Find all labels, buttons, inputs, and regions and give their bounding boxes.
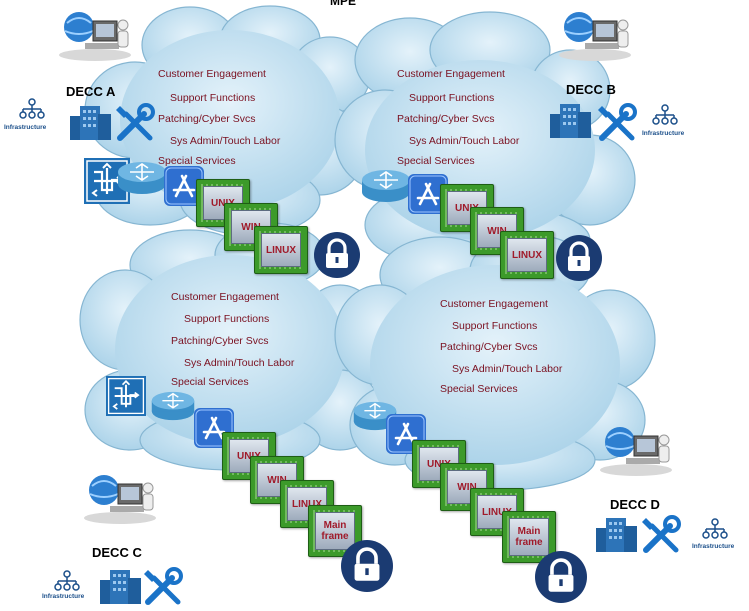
chip-label: LINUX [292,498,322,510]
page-title: MPE [330,0,357,8]
service-sys-admin: Sys Admin/Touch Labor [170,135,281,147]
lock-icon [535,551,587,603]
router-icon [362,170,410,202]
chip-label: UNIX [427,458,451,470]
platform-chip-linux: LINUX [500,231,554,279]
building-icon [70,106,111,140]
service-patching-cyber: Patching/Cyber Svcs [397,113,495,125]
chip-icon: Main frame [315,512,355,550]
service-support-functions: Support Functions [452,320,538,332]
infrastructure-label: Infrastructure [42,593,85,600]
decc-a-label: DECC A [66,84,116,99]
service-patching-cyber: Patching/Cyber Svcs [171,335,269,347]
platform-chip-linux: LINUX [254,226,308,274]
chip-label: WIN [267,474,287,486]
service-special-services: Special Services [440,383,518,395]
service-support-functions: Support Functions [184,313,270,325]
decc-b-label: DECC B [566,82,616,97]
chip-label: LINUX [266,244,296,256]
switch-icon [106,376,146,416]
service-special-services: Special Services [171,376,249,388]
router-icon [353,401,397,431]
tools-icon [642,515,681,553]
infrastructure-icon [652,104,678,125]
service-sys-admin: Sys Admin/Touch Labor [184,357,295,369]
infrastructure-icon [19,98,45,119]
chip-label: UNIX [455,202,479,214]
service-patching-cyber: Patching/Cyber Svcs [158,113,256,125]
chip-label: Main frame [321,520,349,542]
service-customer-engagement: Customer Engagement [440,298,548,310]
platform-chip-linux: LINUX [280,480,334,528]
service-special-services: Special Services [158,155,236,167]
chip-label: UNIX [211,197,235,209]
decc-c-label: DECC C [92,545,142,560]
tools-icon [598,103,637,141]
building-icon [100,570,141,604]
service-patching-cyber: Patching/Cyber Svcs [440,341,538,353]
tools-icon [116,103,155,141]
lock-icon [341,540,393,592]
service-support-functions: Support Functions [170,92,256,104]
tools-icon [144,567,183,605]
chip-label: LINUX [482,506,512,518]
service-special-services: Special Services [397,155,475,167]
service-customer-engagement: Customer Engagement [397,68,505,80]
computer-user-icon [600,427,672,476]
building-icon [550,104,591,138]
infrastructure-label: Infrastructure [642,130,685,137]
chip-label: WIN [241,221,261,233]
lock-icon [556,235,602,281]
platform-chip-mainframe: Main frame [502,511,556,563]
building-icon [596,518,637,552]
cloud-decc-d [334,234,656,491]
service-customer-engagement: Customer Engagement [171,291,279,303]
infrastructure-label: Infrastructure [692,543,735,550]
chip-label: LINUX [512,249,542,261]
decc-d-label: DECC D [610,497,660,512]
infrastructure-label: Infrastructure [4,124,47,131]
computer-user-icon [84,475,156,524]
service-sys-admin: Sys Admin/Touch Labor [409,135,520,147]
lock-icon [314,232,360,278]
chip-label: Main frame [515,526,543,548]
chip-icon: Main frame [509,518,549,556]
chip-label: WIN [457,481,477,493]
chip-label: WIN [487,225,507,237]
chip-icon: LINUX [261,233,301,267]
infrastructure-icon [702,518,728,539]
service-support-functions: Support Functions [409,92,495,104]
chip-icon: LINUX [507,238,547,272]
router-icon [151,391,195,421]
service-sys-admin: Sys Admin/Touch Labor [452,363,563,375]
computer-user-icon [59,12,131,61]
computer-user-icon [559,12,631,61]
service-customer-engagement: Customer Engagement [158,68,266,80]
router-icon [118,162,166,194]
infrastructure-icon [54,570,80,591]
chip-label: UNIX [237,450,261,462]
